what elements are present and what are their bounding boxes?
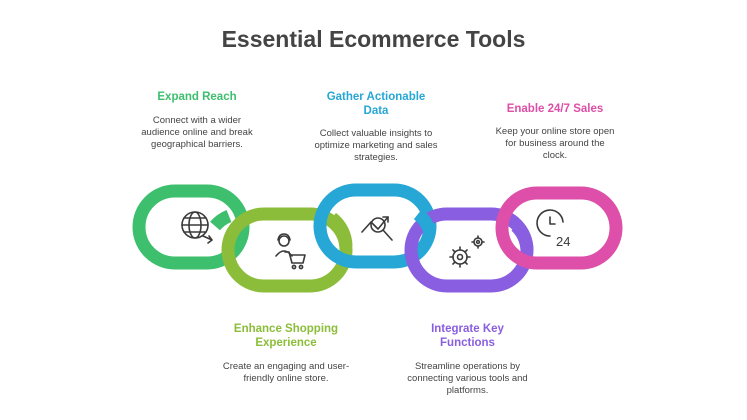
step-description: Collect valuable insights to optimize ma…: [314, 128, 438, 163]
clock-24-icon: [536, 209, 564, 237]
step-integrate-functions: Integrate Key Functions Streamline opera…: [400, 322, 535, 397]
shopper-cart-icon: [275, 233, 306, 270]
step-description: Streamline operations by connecting vari…: [407, 361, 528, 396]
step-heading: Enhance Shopping Experience: [233, 323, 339, 349]
step-description: Connect with a wider audience online and…: [141, 115, 253, 150]
page-title: Essential Ecommerce Tools: [221, 26, 526, 52]
step-expand-reach: Expand Reach Connect with a wider audien…: [133, 90, 261, 151]
gears-icon: [449, 235, 485, 268]
step-enable-sales: Enable 24/7 Sales Keep your online store…: [492, 102, 618, 162]
globe-arrow-icon: [181, 211, 213, 244]
step-heading: Expand Reach: [157, 91, 237, 103]
clock-24-label: 24: [556, 234, 570, 249]
chain-link-enhance-shopping: [221, 207, 353, 293]
step-gather-data: Gather Actionable Data Collect valuable …: [312, 90, 440, 164]
step-heading: Gather Actionable Data: [326, 91, 426, 117]
step-heading: Enable 24/7 Sales: [506, 103, 604, 115]
step-description: Create an engaging and user-friendly onl…: [222, 361, 350, 384]
step-enhance-shopping: Enhance Shopping Experience Create an en…: [222, 322, 350, 385]
step-heading: Integrate Key Functions: [431, 323, 504, 349]
chain-link-enable-sales: [495, 186, 623, 270]
step-description: Keep your online store open for business…: [495, 126, 615, 161]
chart-magnifier-icon: [361, 216, 393, 241]
